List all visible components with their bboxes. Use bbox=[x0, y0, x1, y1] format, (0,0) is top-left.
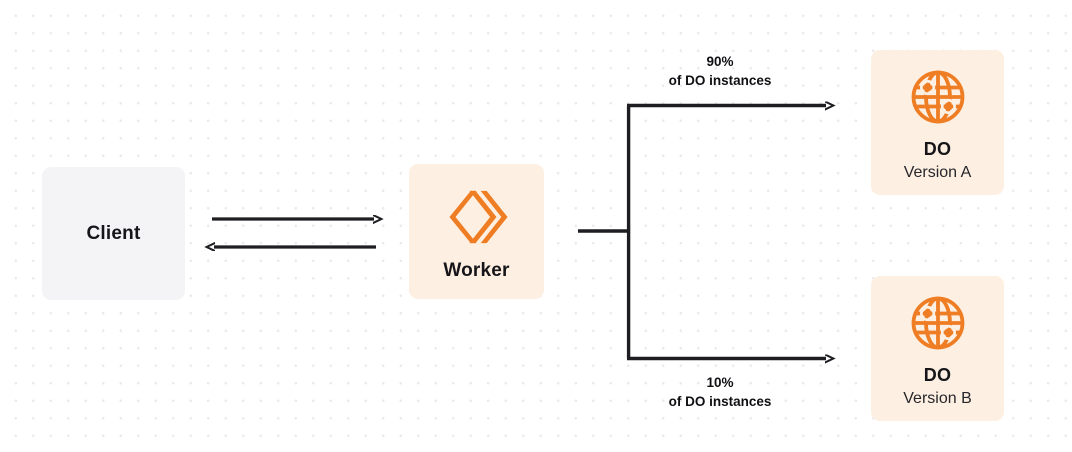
node-worker-label: Worker bbox=[443, 259, 510, 281]
edge-label-do-b: 10% of DO instances bbox=[610, 373, 830, 411]
edge-label-do-a-percent: 90% bbox=[706, 54, 734, 69]
edge-label-do-b-percent: 10% bbox=[706, 375, 734, 390]
node-do-b-title: DO bbox=[923, 364, 952, 385]
edge-label-do-a: 90% of DO instances bbox=[610, 52, 830, 90]
globe-icon bbox=[909, 68, 967, 126]
node-do-version-a[interactable]: DO Version A bbox=[871, 50, 1004, 195]
node-client-label: Client bbox=[86, 222, 141, 244]
node-do-b-subtitle: Version B bbox=[903, 389, 972, 407]
edge-label-do-a-caption: of DO instances bbox=[668, 73, 772, 88]
node-worker[interactable]: Worker bbox=[409, 164, 544, 299]
cloudflare-workers-icon bbox=[446, 188, 508, 246]
globe-icon bbox=[909, 294, 967, 352]
node-do-a-title: DO bbox=[923, 138, 952, 159]
node-do-version-b[interactable]: DO Version B bbox=[871, 276, 1004, 421]
node-client[interactable]: Client bbox=[42, 167, 185, 300]
node-do-a-subtitle: Version A bbox=[903, 163, 972, 181]
edge-label-do-b-caption: of DO instances bbox=[668, 394, 772, 409]
